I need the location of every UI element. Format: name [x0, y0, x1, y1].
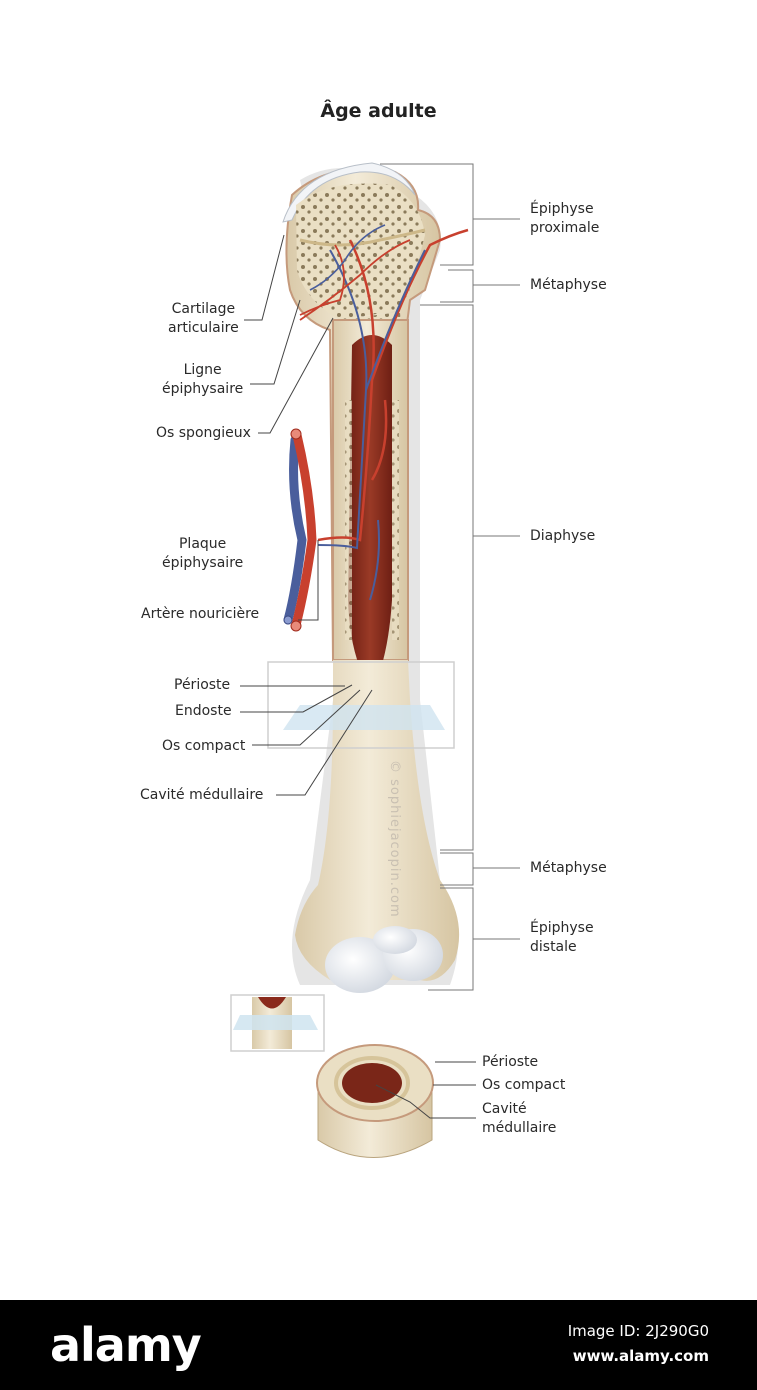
distal-condyle-left [325, 937, 395, 993]
label-cavite-medullaire: Cavité médullaire [140, 787, 264, 803]
medullary-cavity [348, 335, 392, 690]
watermark: © sophiejacopin.com [387, 760, 402, 918]
bone-illustration [230, 162, 520, 1158]
cut-box-main [267, 661, 455, 749]
label-os-spongieux: Os spongieux [156, 425, 251, 441]
bracket-lines [380, 163, 520, 991]
label-artere-nouriciere: Artère nouricière [141, 606, 260, 622]
label-endoste: Endoste [175, 703, 232, 719]
label-perioste: Périoste [174, 677, 231, 693]
spongy-bone [296, 183, 425, 320]
cut-plane-main [283, 705, 445, 730]
cross-section-cavity [342, 1063, 402, 1103]
label-diaphyse: Diaphyse [530, 528, 596, 544]
label-metaphyse-bottom: Métaphyse [530, 860, 607, 876]
label-section-os-compact: Os compact [482, 1077, 566, 1093]
nutrient-artery [291, 430, 317, 630]
image-id: Image ID: 2J290G0 [567, 1322, 709, 1340]
nutrient-vein [283, 435, 307, 625]
lower-bone [295, 660, 460, 981]
label-os-compact: Os compact [162, 738, 246, 754]
epiphyseal-line [299, 228, 426, 247]
label-metaphyse-top: Métaphyse [530, 277, 607, 293]
stock-footer-bar: alamy Image ID: 2J290G0 www.alamy.com [0, 1300, 757, 1390]
vein-in-bone [317, 249, 426, 601]
diagram-title: Âge adulte [320, 100, 437, 122]
leader-lines [240, 234, 476, 1119]
site-url[interactable]: www.alamy.com [572, 1347, 709, 1365]
artery-in-bone [317, 228, 469, 542]
diagram-canvas: Âge adulte [140, 100, 607, 1158]
articular-cartilage [282, 162, 416, 223]
label-section-perioste: Périoste [482, 1054, 539, 1070]
alamy-logo[interactable]: alamy [50, 1318, 202, 1372]
